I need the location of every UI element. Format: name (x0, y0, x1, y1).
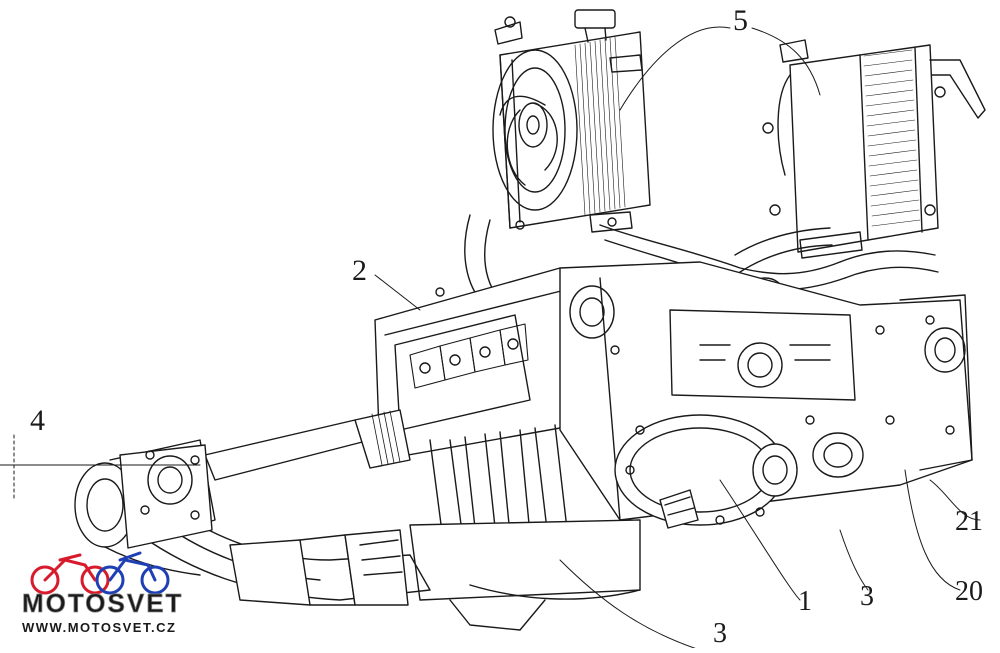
callout-5: 5 (733, 4, 748, 37)
leader-5b (751, 27, 821, 96)
callout-2: 2 (352, 254, 367, 287)
crank-cover (737, 342, 783, 388)
leader-21 (929, 479, 981, 521)
exhaust-pipe (139, 409, 431, 606)
right-radiator (762, 39, 986, 259)
motorcycle-logo (30, 551, 170, 595)
leader-lines (0, 26, 981, 651)
watermark-url: WWW.MOTOSVET.CZ (22, 620, 176, 635)
callout-21: 21 (955, 506, 983, 537)
filler-cap (574, 9, 616, 29)
left-radiator (492, 9, 651, 233)
engine-block (374, 261, 973, 529)
exhaust-flange (74, 439, 216, 576)
callouts: 5 2 4 21 20 3 1 3 (30, 4, 983, 649)
leader-1 (719, 479, 801, 601)
bolts (610, 315, 955, 525)
callout-20: 20 (955, 576, 983, 607)
callout-3-bottom: 3 (713, 618, 727, 648)
leader-5a (619, 26, 731, 111)
cooling-fan (492, 49, 578, 211)
camshaft-cover (569, 285, 615, 339)
leader-3b (559, 559, 701, 651)
leader-20 (904, 469, 961, 591)
callout-1: 1 (798, 586, 812, 617)
watermark-brand: MOTOSVET (22, 588, 183, 618)
callout-4: 4 (30, 404, 45, 437)
watermark: MOTOSVET WWW.MOTOSVET.CZ (22, 551, 183, 635)
callout-3-right: 3 (860, 581, 874, 612)
exhaust-headers (409, 424, 641, 631)
leader-3a (839, 529, 869, 591)
leader-2 (374, 274, 421, 311)
